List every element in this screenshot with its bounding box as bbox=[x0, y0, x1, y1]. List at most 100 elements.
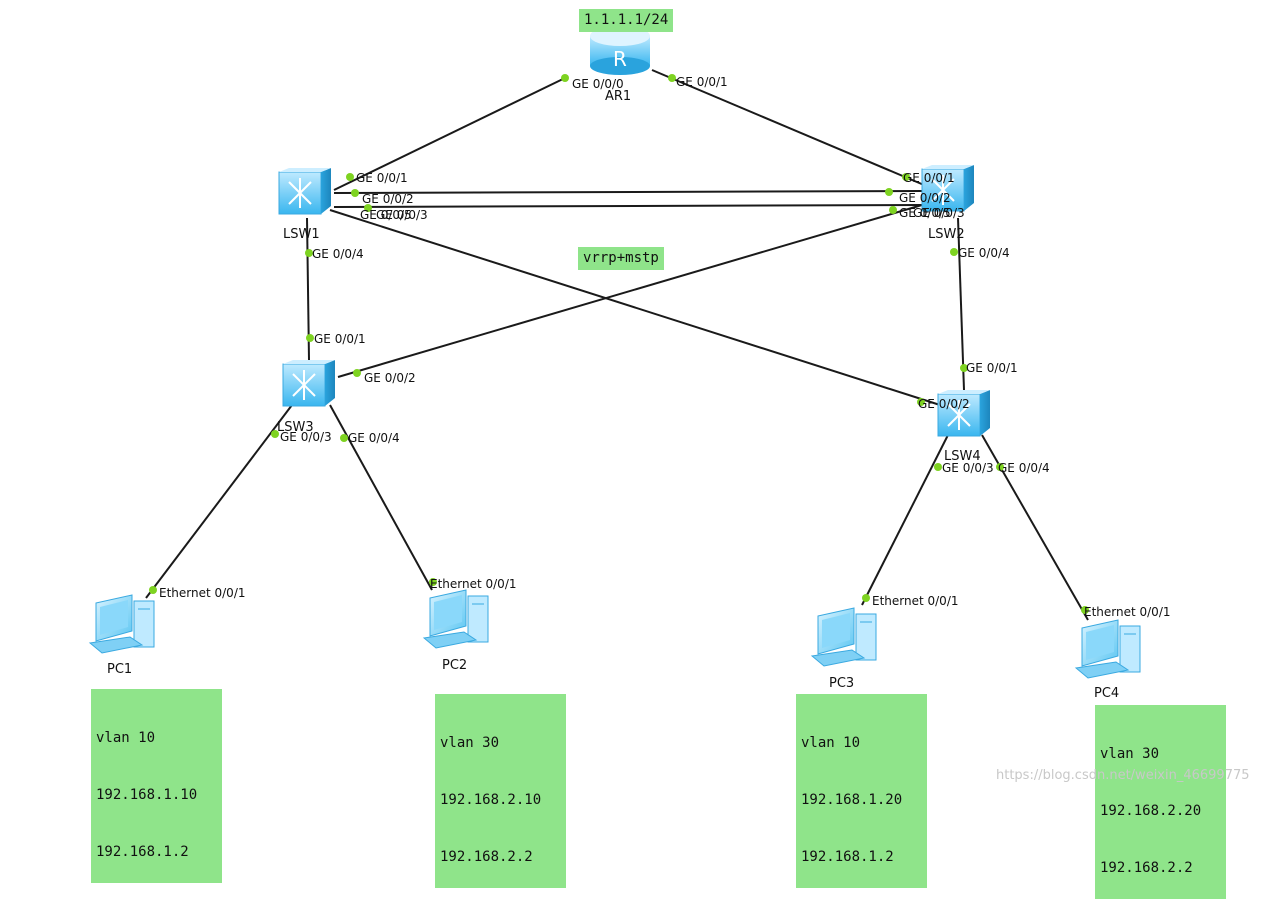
port-label: GE 0/0/1 bbox=[966, 361, 1018, 375]
pc-pc1[interactable] bbox=[88, 594, 155, 654]
port-dot bbox=[561, 74, 569, 82]
port-dot bbox=[917, 398, 925, 406]
topology-diagram: R AR1 LSW1 LSW2 LSW3 bbox=[88, 26, 1171, 701]
port-label: GE 0/0/2 bbox=[362, 192, 414, 206]
router-ar1[interactable]: R AR1 bbox=[590, 26, 650, 104]
port-label: GE 0/0/0 bbox=[572, 77, 624, 91]
port-label: GE 0/0/1 bbox=[314, 332, 366, 346]
note-pc4: vlan 30 192.168.2.20 192.168.2.2 bbox=[1095, 705, 1226, 899]
link-lsw2-lsw3 bbox=[337, 204, 923, 378]
watermark: https://blog.csdn.net/weixin_46699775 bbox=[996, 768, 1250, 783]
port-label: GE 0/0/3 bbox=[376, 208, 428, 222]
port-dot bbox=[885, 188, 893, 196]
port-label: GE 0/0/2 bbox=[918, 397, 970, 411]
device-label-lsw2: LSW2 bbox=[928, 227, 965, 242]
switch-icon bbox=[292, 370, 316, 400]
port-label: Ethernet 0/0/1 bbox=[159, 586, 246, 600]
port-dot bbox=[1081, 606, 1089, 614]
device-label-pc3: PC3 bbox=[829, 676, 854, 691]
note-center: vrrp+mstp bbox=[578, 247, 664, 270]
switch-lsw3[interactable] bbox=[282, 360, 335, 407]
device-label-ar1: AR1 bbox=[605, 89, 631, 104]
port-dot bbox=[271, 430, 279, 438]
device-label-lsw3: LSW3 bbox=[277, 420, 314, 435]
port-label: GE 0/0/1 bbox=[676, 75, 728, 89]
port-label: GE 0/0/3 bbox=[280, 430, 332, 444]
port-label: GE 0/0/2 bbox=[364, 371, 416, 385]
port-dot bbox=[149, 586, 157, 594]
switch-lsw4[interactable] bbox=[937, 390, 990, 437]
link-ar1-lsw2 bbox=[651, 69, 925, 186]
device-label-pc2: PC2 bbox=[442, 658, 467, 673]
port-label: GE 0/0/4 bbox=[348, 431, 400, 445]
port-dot bbox=[960, 364, 968, 372]
port-dots bbox=[149, 74, 1089, 614]
note-line: 192.168.1.2 bbox=[96, 844, 189, 860]
port-label: GE 0/0/1 bbox=[903, 171, 955, 185]
link-lsw1-lsw2-g2 bbox=[333, 190, 923, 194]
port-dot bbox=[668, 74, 676, 82]
pc-pc4[interactable] bbox=[1074, 619, 1141, 679]
switch-icon bbox=[288, 178, 312, 208]
port-dot bbox=[950, 248, 958, 256]
note-line: 192.168.2.2 bbox=[440, 849, 533, 865]
port-dot bbox=[889, 206, 897, 214]
device-label-pc4: PC4 bbox=[1094, 686, 1119, 701]
port-label: GE 0/0/5 bbox=[899, 206, 951, 220]
device-label-pc1: PC1 bbox=[107, 662, 132, 677]
note-pc1: vlan 10 192.168.1.10 192.168.1.2 bbox=[91, 689, 222, 883]
port-dot bbox=[346, 173, 354, 181]
port-label: GE 0/0/5 bbox=[360, 208, 412, 222]
pc-pc3[interactable] bbox=[810, 607, 877, 667]
note-pc3: vlan 10 192.168.1.20 192.168.1.2 bbox=[796, 694, 927, 888]
port-dot bbox=[862, 594, 870, 602]
switch-icon bbox=[947, 400, 971, 430]
link-lsw1-lsw4 bbox=[329, 209, 941, 406]
link-ar1-lsw1 bbox=[333, 77, 566, 191]
port-label: GE 0/0/3 bbox=[942, 461, 994, 475]
link-lsw2-lsw4 bbox=[957, 217, 965, 391]
port-labels: GE 0/0/0 GE 0/0/1 GE 0/0/1 GE 0/0/2 GE 0… bbox=[159, 75, 1171, 619]
link-lsw4-pc3 bbox=[861, 434, 949, 606]
switch-lsw2[interactable] bbox=[921, 165, 974, 212]
link-lsw3-pc1 bbox=[145, 404, 293, 599]
port-dot bbox=[429, 578, 437, 586]
port-dot bbox=[934, 463, 942, 471]
port-label: GE 0/0/3 bbox=[913, 206, 965, 220]
port-dot bbox=[306, 334, 314, 342]
port-dot bbox=[353, 369, 361, 377]
device-label-lsw1: LSW1 bbox=[283, 227, 320, 242]
port-dot bbox=[902, 173, 910, 181]
note-line: vlan 30 bbox=[1100, 746, 1160, 762]
note-line: 192.168.2.20 bbox=[1100, 803, 1202, 819]
note-line: 192.168.2.2 bbox=[1100, 860, 1193, 876]
port-label: GE 0/0/4 bbox=[958, 246, 1010, 260]
port-label: Ethernet 0/0/1 bbox=[872, 594, 959, 608]
port-dot bbox=[996, 463, 1004, 471]
note-line: vlan 30 bbox=[440, 735, 500, 751]
note-line: vlan 10 bbox=[801, 735, 861, 751]
port-label: GE 0/0/2 bbox=[899, 191, 951, 205]
links bbox=[145, 69, 1089, 621]
note-line: vlan 10 bbox=[96, 730, 156, 746]
port-label: GE 0/0/4 bbox=[998, 461, 1050, 475]
port-dot bbox=[364, 204, 372, 212]
note-ar1-ip: 1.1.1.1/24 bbox=[579, 9, 674, 32]
port-dot bbox=[340, 434, 348, 442]
port-dot bbox=[305, 249, 313, 257]
pc-pc2[interactable] bbox=[422, 589, 489, 649]
note-pc2: vlan 30 192.168.2.10 192.168.2.2 bbox=[435, 694, 566, 888]
device-label-lsw4: LSW4 bbox=[944, 449, 981, 464]
router-icon: R bbox=[613, 47, 627, 71]
port-label: Ethernet 0/0/1 bbox=[1084, 605, 1171, 619]
link-lsw1-lsw2-g5 bbox=[333, 204, 923, 208]
port-label: GE 0/0/1 bbox=[356, 171, 408, 185]
port-label: GE 0/0/4 bbox=[312, 247, 364, 261]
note-line: 192.168.2.10 bbox=[440, 792, 542, 808]
switch-icon bbox=[931, 175, 955, 205]
port-label: Ethernet 0/0/1 bbox=[430, 577, 517, 591]
note-line: 192.168.1.20 bbox=[801, 792, 903, 808]
note-line: 192.168.1.10 bbox=[96, 787, 198, 803]
port-dot bbox=[351, 189, 359, 197]
switch-lsw1[interactable] bbox=[278, 168, 331, 215]
